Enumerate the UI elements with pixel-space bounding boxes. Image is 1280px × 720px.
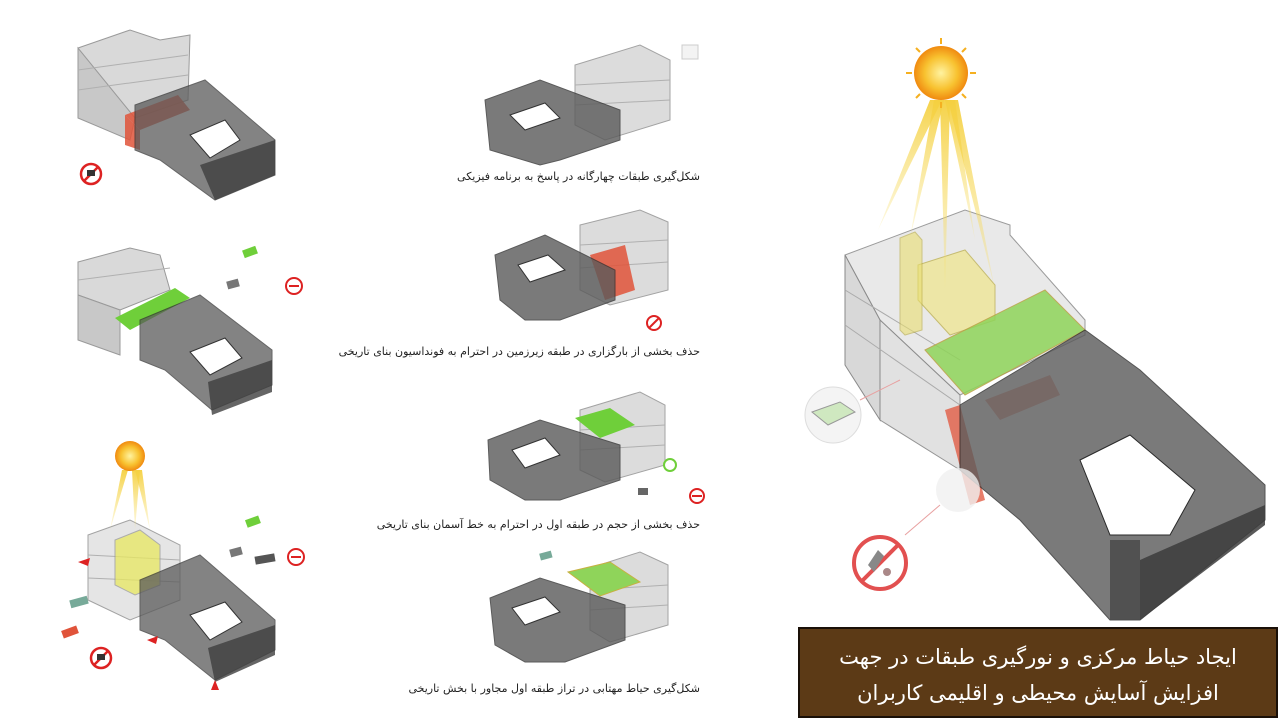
no-excavation-icon-b2 — [646, 315, 662, 331]
massing-diagram-b3 — [487, 391, 666, 501]
caption-step-3: حذف بخشی از حجم در طبقه اول در احترام به… — [377, 517, 700, 531]
main-massing-diagram — [844, 209, 1266, 621]
small-green-block-a2 — [242, 245, 258, 259]
massing-diagram-b4 — [489, 551, 669, 663]
note-mark-b1 — [681, 44, 699, 60]
small-blocks-a3 — [61, 515, 276, 639]
no-entry-icon-a2 — [285, 277, 303, 295]
no-excavation-icon-a3 — [89, 646, 113, 670]
massing-diagram-a1 — [77, 29, 276, 201]
massing-diagram-a3 — [87, 519, 276, 682]
no-excavation-icon-main — [852, 535, 908, 591]
massing-diagram-b1 — [484, 44, 671, 166]
no-entry-icon-a3 — [287, 548, 305, 566]
no-excavation-icon-a1 — [79, 162, 103, 186]
caption-step-4: شکل‌گیری حیاط مهتابی در تراز طبقه اول مج… — [408, 682, 700, 695]
massing-diagram-b2 — [494, 209, 669, 321]
detail-callout-bubble — [804, 379, 901, 444]
callout-icons-b3 — [638, 458, 705, 504]
excavation-callout-bubble — [904, 468, 980, 536]
sun-icon-a3 — [110, 441, 150, 530]
main-sun-icon — [878, 38, 995, 290]
caption-step-2: حذف بخشی از بارگزاری در طبقه زیرزمین در … — [339, 345, 700, 358]
small-gray-block-a2 — [226, 278, 240, 290]
title-line-1: ایجاد حیاط مرکزی و نورگیری طبقات در جهت — [839, 645, 1237, 669]
massing-diagram-a2 — [77, 247, 273, 415]
small-green-block-b4 — [539, 550, 553, 561]
title-line-2: افزایش آسایش محیطی و اقلیمی کاربران — [857, 681, 1219, 705]
caption-step-1: شکل‌گیری طبقات چهارگانه در پاسخ به برنام… — [457, 170, 700, 183]
arrow-icons-a3 — [78, 558, 219, 690]
slide-title-box: ایجاد حیاط مرکزی و نورگیری طبقات در جهت … — [798, 627, 1278, 718]
